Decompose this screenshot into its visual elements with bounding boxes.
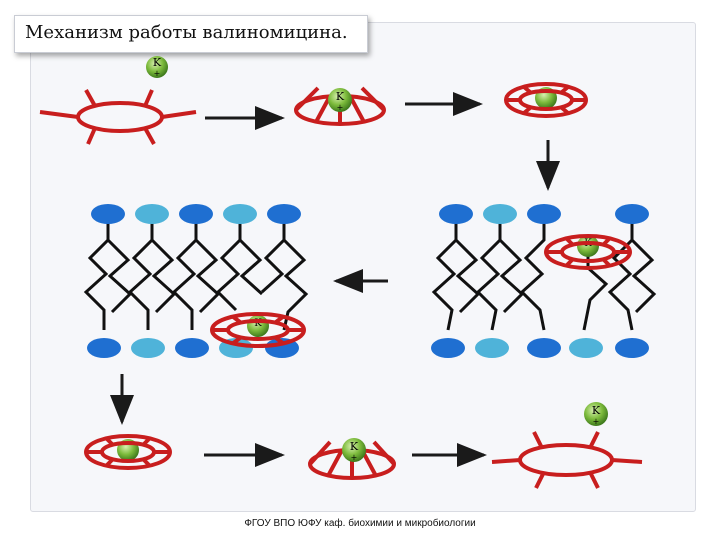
membrane-right: K bbox=[431, 204, 657, 358]
lipid-heads-bottom-right bbox=[431, 338, 649, 358]
svg-text:K: K bbox=[350, 440, 359, 453]
lipid-heads-top-right bbox=[439, 204, 649, 224]
potassium-ion: K + bbox=[584, 402, 608, 426]
svg-text:K: K bbox=[254, 318, 262, 329]
open-ring-bottom-right bbox=[491, 431, 643, 489]
svg-text:K: K bbox=[153, 56, 162, 69]
svg-text:+: + bbox=[337, 103, 344, 112]
lipid-heads-bottom-left bbox=[87, 338, 299, 358]
potassium-ion: K + bbox=[146, 56, 168, 78]
lipid-tails-left bbox=[83, 222, 309, 331]
lipid-tails-right bbox=[431, 222, 657, 331]
svg-text:+: + bbox=[154, 69, 161, 78]
ring-complex-top-right bbox=[504, 82, 588, 118]
ring-complex-in-membrane-left: K bbox=[210, 312, 306, 348]
membrane-left: K bbox=[83, 204, 309, 358]
potassium-ion: K + bbox=[342, 438, 366, 462]
svg-text:+: + bbox=[593, 417, 600, 426]
slide-title: Механизм работы валиномицина. bbox=[25, 22, 348, 43]
ring-complex-in-membrane-right: K bbox=[544, 234, 632, 270]
footer-caption: ФГОУ ВПО ЮФУ каф. биохимии и микробиолог… bbox=[244, 518, 476, 529]
title-box: Механизм работы валиномицина. bbox=[14, 15, 368, 53]
ring-complex-bottom-left bbox=[84, 434, 172, 470]
svg-text:K: K bbox=[592, 404, 601, 417]
svg-text:+: + bbox=[351, 453, 358, 462]
potassium-ion: K + bbox=[328, 88, 352, 112]
lipid-heads-top-left bbox=[91, 204, 301, 224]
svg-text:K: K bbox=[336, 90, 345, 103]
open-ring-top-left bbox=[39, 89, 197, 145]
